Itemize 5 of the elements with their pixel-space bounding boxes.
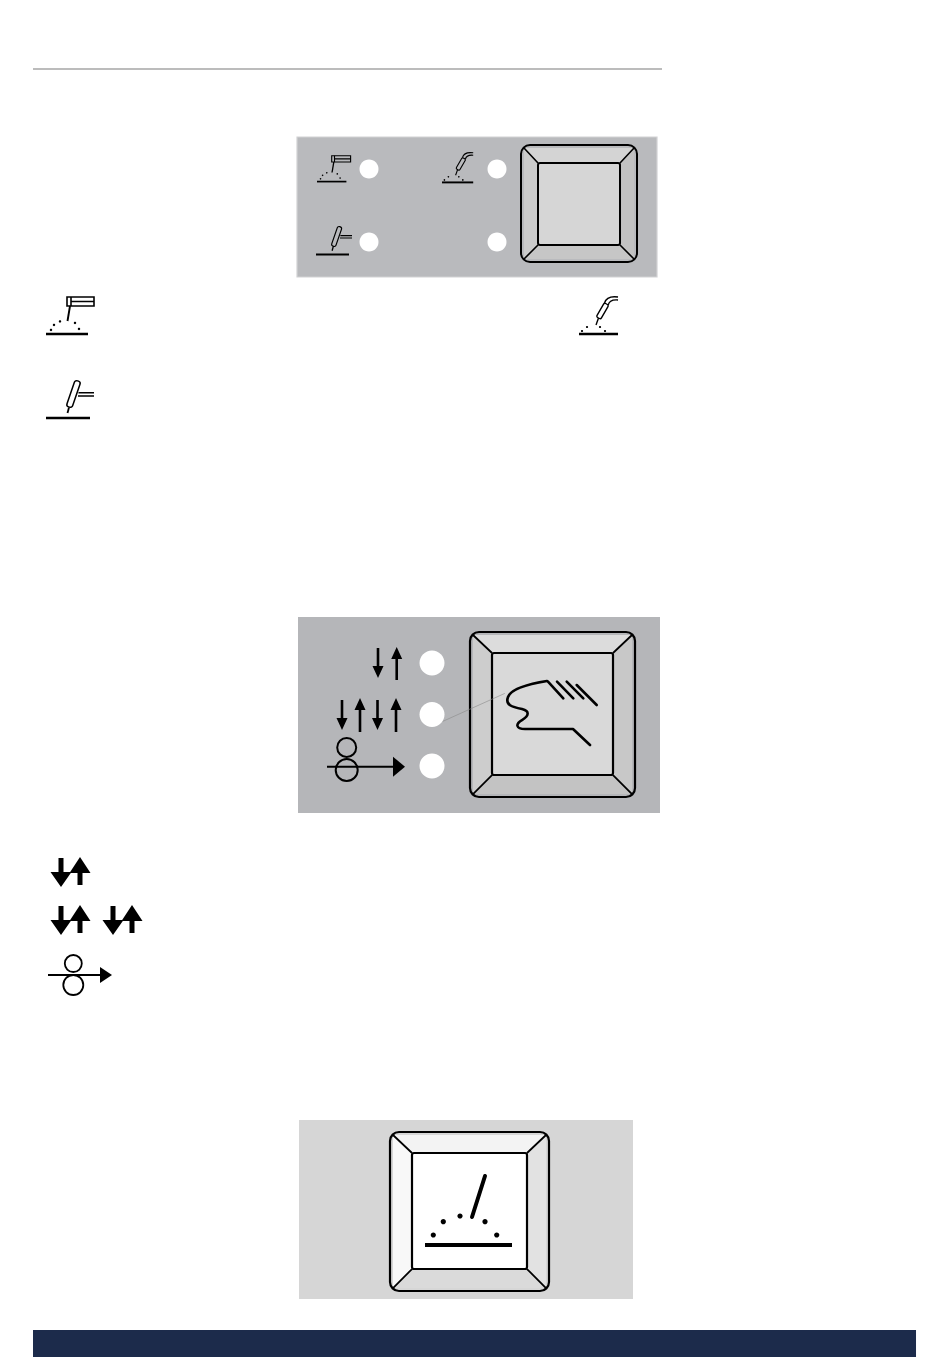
indicator-light [419, 753, 445, 779]
indicator-light [419, 650, 445, 676]
indicator-light [419, 702, 445, 727]
hand-icon [506, 679, 598, 747]
leader-line [442, 693, 506, 722]
